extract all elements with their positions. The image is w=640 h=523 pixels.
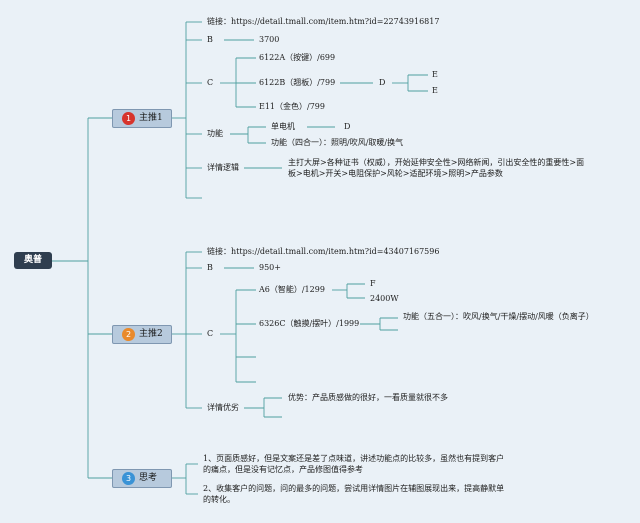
function-sub-node[interactable]: 功能（四合一）：照明/吹风/取暖/换气 [271, 138, 404, 147]
number-badge-icon: 3 [122, 472, 135, 485]
function-sub-node[interactable]: 功能（五合一）：吹风/换气/干燥/摆动/风暖（负离子） [403, 312, 594, 321]
d-node[interactable]: D [379, 78, 386, 87]
detail-text-node[interactable]: 优势：产品质感做的很好，一看质量就很不多 [288, 393, 448, 402]
b-node[interactable]: B [207, 263, 213, 272]
note-node[interactable]: 1、页面质感好，但是文案还是差了点味道，讲述功能点的比较多，虽然也有提到客户的痛… [203, 454, 505, 474]
note-node[interactable]: 2、收集客户的问题，问的最多的问题，尝试用详情图片在辅图展现出来，提高静默单的转… [203, 484, 505, 504]
function-sub-node[interactable]: 单电机 [271, 122, 295, 131]
model-node[interactable]: 6122A（按键）/699 [259, 53, 336, 62]
b-value-node[interactable]: 3700 [259, 35, 280, 44]
e-node[interactable]: E [432, 86, 438, 95]
branch-label: 思考 [139, 473, 158, 483]
detail-node[interactable]: 详情逻辑 [207, 163, 239, 172]
power-node[interactable]: 2400W [370, 294, 399, 303]
detail-node[interactable]: 详情优劣 [207, 403, 239, 412]
model-node[interactable]: 6326C（触摸/摆叶）/1999 [259, 319, 360, 328]
detail-text-node[interactable]: 主打大屏>各种证书（权威），开始延伸安全性>网络新闻，引出安全性的重要性>面板>… [288, 158, 585, 178]
number-badge-icon: 1 [122, 112, 135, 125]
branch-label: 主推1 [139, 113, 163, 123]
link-node[interactable]: 链接：https://detail.tmall.com/item.htm?id=… [207, 17, 440, 26]
model-node[interactable]: E11（金色）/799 [259, 102, 325, 111]
e-node[interactable]: E [432, 70, 438, 79]
link-node[interactable]: 链接：https://detail.tmall.com/item.htm?id=… [207, 247, 440, 256]
b-value-node[interactable]: 950+ [259, 263, 281, 272]
d-node[interactable]: D [344, 122, 351, 131]
branch-node-3[interactable]: 3 思考 [112, 469, 172, 488]
b-node[interactable]: B [207, 35, 213, 44]
function-node[interactable]: 功能 [207, 129, 223, 138]
c-node[interactable]: C [207, 329, 214, 338]
branch-label: 主推2 [139, 329, 163, 339]
f-node[interactable]: F [370, 279, 376, 288]
branch-node-2[interactable]: 2 主推2 [112, 325, 172, 344]
root-node[interactable]: 奥普 [14, 252, 52, 269]
c-node[interactable]: C [207, 78, 214, 87]
model-node[interactable]: A6（智能）/1299 [259, 285, 325, 294]
number-badge-icon: 2 [122, 328, 135, 341]
model-node[interactable]: 6122B（翘板）/799 [259, 78, 336, 87]
branch-node-1[interactable]: 1 主推1 [112, 109, 172, 128]
